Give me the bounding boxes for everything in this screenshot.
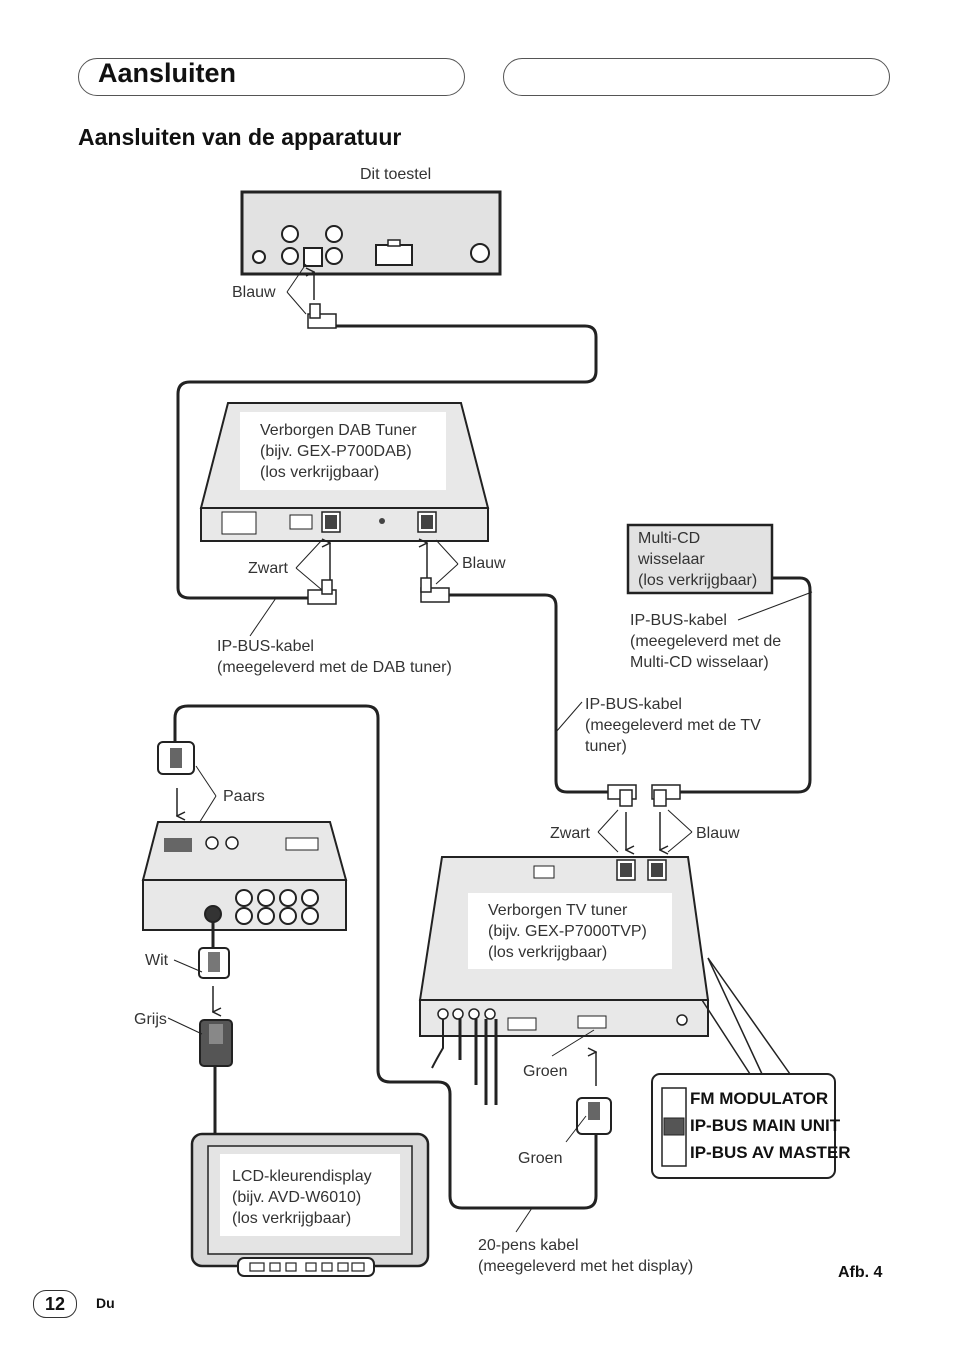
plug-zwart-tv	[607, 784, 637, 807]
page-number: 12	[33, 1290, 77, 1318]
interface-box	[141, 821, 348, 931]
label-blauw-head: Blauw	[232, 284, 276, 301]
plug-groen	[576, 1097, 612, 1135]
section-title: Aansluiten van de apparatuur	[78, 124, 402, 150]
label-ipbus-dab: IP-BUS-kabel (meegeleverd met de DAB tun…	[217, 638, 452, 676]
figure-label: Afb. 4	[838, 1264, 883, 1281]
label-multi-cd: Multi-CD wisselaar (los verkrijgbaar)	[638, 530, 758, 589]
header-title-box	[78, 58, 465, 96]
label-blauw-dab: Blauw	[462, 555, 506, 572]
multi-cd-box	[626, 523, 774, 595]
label-dab-tuner: Verborgen DAB Tuner (bijv. GEX-P700DAB) …	[260, 422, 417, 481]
label-blauw-tv: Blauw	[696, 825, 740, 842]
label-groen-plug: Groen	[518, 1150, 563, 1167]
plug-blauw-head	[307, 303, 337, 329]
label-grijs: Grijs	[134, 1011, 167, 1028]
switch-panel	[651, 1073, 836, 1179]
head-unit	[240, 190, 502, 276]
label-paars: Paars	[223, 788, 265, 805]
dab-tuner	[199, 402, 490, 542]
plug-blauw-tv	[651, 784, 681, 807]
label-tv-tuner: Verborgen TV tuner (bijv. GEX-P7000TVP) …	[488, 902, 647, 961]
label-20pens: 20-pens kabel (meegeleverd met het displ…	[478, 1237, 694, 1275]
switch-fm-modulator: FM MODULATOR	[690, 1089, 829, 1108]
page-title: Aansluiten	[98, 58, 237, 88]
language-code: Du	[96, 1295, 115, 1311]
lcd-display	[190, 1132, 430, 1277]
plug-paars	[157, 741, 195, 775]
label-lcd: LCD-kleurendisplay (bijv. AVD-W6010) (lo…	[232, 1168, 372, 1227]
label-wit: Wit	[145, 952, 169, 969]
label-zwart-tv: Zwart	[550, 825, 590, 842]
plug-zwart-dab	[307, 579, 337, 605]
plug-blauw-dab	[420, 577, 450, 603]
plug-wit	[198, 947, 230, 979]
switch-ipbus-main-unit: IP-BUS MAIN UNIT	[690, 1116, 841, 1135]
label-groen-tv: Groen	[523, 1063, 568, 1080]
label-zwart-dab: Zwart	[248, 560, 288, 577]
label-ipbus-multicd: IP-BUS-kabel (meegeleverd met de Multi-C…	[630, 612, 782, 671]
header-blank-box	[503, 58, 890, 96]
plug-grijs	[199, 1019, 233, 1067]
label-ipbus-tv: IP-BUS-kabel (meegeleverd met de TV tune…	[585, 696, 761, 755]
tv-tuner	[418, 856, 710, 1037]
switch-ipbus-av-master: IP-BUS AV MASTER	[690, 1143, 851, 1162]
label-dit-toestel: Dit toestel	[360, 166, 432, 183]
